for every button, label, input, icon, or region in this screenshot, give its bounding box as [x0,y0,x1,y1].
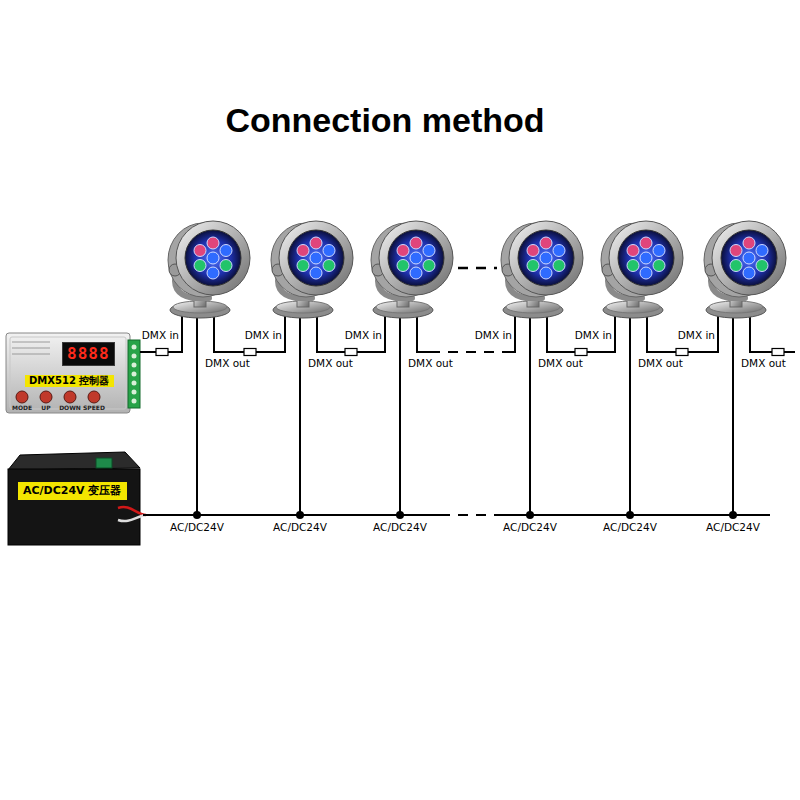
button-label: DOWN [59,404,81,411]
junction-dot [296,511,304,519]
controller-button [88,391,100,403]
signal-in-label: DMX in [142,329,179,342]
power-wire [629,314,631,515]
bus-dashes [440,514,500,516]
dmx-wire [214,314,285,352]
wire-connector [676,349,688,356]
junction-dot [193,511,201,519]
controller-button [16,391,28,403]
controller-groove [12,354,50,355]
junction-dots [193,511,737,519]
supply-label: AC/DC24V [503,521,557,534]
terminal-screw [132,372,137,377]
signal-out-label: DMX out [308,357,353,370]
controller-sticker: DMX512 控制器 [25,375,114,387]
signal-in-label: DMX in [475,329,512,342]
dmx-dashes [430,351,505,353]
dmx-wire [750,314,795,352]
terminal-screw [132,354,137,359]
supply-label: AC/DC24V [170,521,224,534]
dmx-wire [647,314,718,352]
led-lamp [371,221,453,318]
dmx-wire [417,314,430,352]
power-wire [196,314,198,515]
device-label: DMX512 控制器 [29,375,110,387]
power-wire [299,314,301,515]
controller-button [64,391,76,403]
led-lamp [501,221,583,318]
transformer-terminal [96,458,112,468]
button-label: SPEED [83,404,105,411]
signal-in-label: DMX in [575,329,612,342]
terminal-block [128,340,140,408]
led-lamp [271,221,353,318]
wire-connector [575,349,587,356]
led-lamp [704,221,786,318]
transformer-top [8,452,140,470]
wire-connector [345,349,357,356]
signal-out-label: DMX out [408,357,453,370]
junction-dot [626,511,634,519]
wire-connectors [156,349,784,356]
device-label: AC/DC24V 变压器 [23,484,122,497]
supply-label: AC/DC24V [706,521,760,534]
power-wire [732,314,734,515]
signal-out-label: DMX out [638,357,683,370]
dmx-controller: MODE UP DOWNSPEED 8888DMX512 控制器 [8,333,130,415]
bus-line [143,514,440,516]
junction-dot [729,511,737,519]
signal-out-label: DMX out [538,357,583,370]
signal-out-label: DMX out [741,357,786,370]
controller-button [40,391,52,403]
controller-groove [12,348,50,349]
signal-out-label: DMX out [205,357,250,370]
supply-label: AC/DC24V [373,521,427,534]
dmx-chain [140,314,795,352]
junction-dot [396,511,404,519]
wire-connector [244,349,256,356]
power-bus [143,314,770,515]
controller-body [6,333,130,413]
page-title: Connection method [225,100,544,141]
led-lamp [601,221,683,318]
signal-in-label: DMX in [678,329,715,342]
dmx-wire [317,314,385,352]
button-label: UP [41,404,50,411]
led-display: 8888 [62,342,115,366]
transformer-sticker: AC/DC24V 变压器 [18,482,127,500]
wire-connector [772,349,784,356]
terminal-screw [132,345,137,350]
button-label: MODE [12,404,32,411]
display-digits: 8888 [67,344,110,363]
signal-in-label: DMX in [245,329,282,342]
controller-bevel [10,337,126,409]
terminal-screw [132,399,137,404]
power-wire [399,314,401,515]
continuation-dashes [458,267,497,270]
controller-groove [12,342,50,343]
supply-label: AC/DC24V [603,521,657,534]
power-wire [529,314,531,515]
junction-dot [526,511,534,519]
dmx-wire [547,314,615,352]
led-lamp [168,221,250,318]
white-wire [118,515,146,521]
dmx-wire [140,314,182,352]
terminal-screw [132,390,137,395]
wire-connector [156,349,168,356]
red-wire [118,507,146,515]
signal-in-label: DMX in [345,329,382,342]
terminal-screw [132,381,137,386]
terminal-screw [132,363,137,368]
supply-label: AC/DC24V [273,521,327,534]
